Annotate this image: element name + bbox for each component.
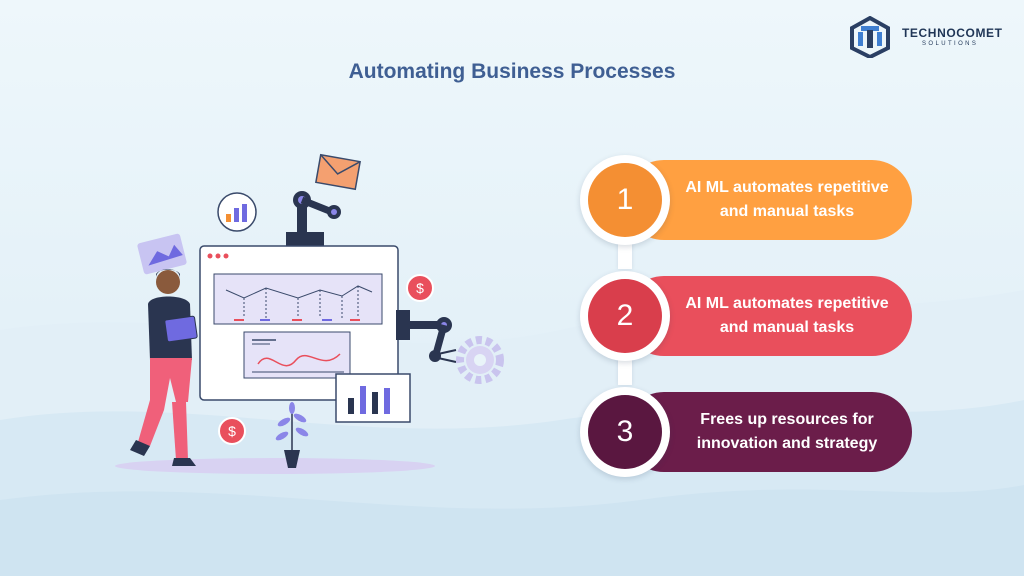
step-2-pill	[624, 276, 912, 356]
dashboard-screen	[199, 245, 399, 401]
chain-connector	[618, 237, 632, 269]
dollar-coin-icon: $	[218, 417, 246, 445]
step-3-ring: 3	[580, 387, 670, 477]
step-1-ring: 1	[580, 155, 670, 245]
dollar-symbol: $	[228, 423, 236, 439]
dollar-symbol: $	[416, 280, 424, 296]
step-2-ring: 2	[580, 271, 670, 361]
step-2-text: AI ML automates repetitive and manual ta…	[685, 295, 889, 336]
step-1-text: AI ML automates repetitive and manual ta…	[685, 179, 889, 220]
robot-arm-right	[396, 310, 457, 363]
step-3-pill	[624, 392, 912, 472]
chain-connector	[618, 353, 632, 385]
brand-name: TECHNOCOMET	[902, 26, 1003, 40]
step-1-number: 1	[588, 163, 662, 237]
page-title: Automating Business Processes	[348, 60, 676, 83]
step-3-text: Frees up resources for innovation and st…	[696, 411, 878, 452]
step-1: 1 AI ML automates repetitive and manual …	[580, 155, 920, 245]
bar-chart-card	[335, 373, 411, 423]
person-figure	[130, 269, 198, 466]
bar-chart-icon	[217, 192, 257, 232]
logo-mark-icon	[850, 16, 890, 58]
step-3: 3 Frees up resources for innovation and …	[580, 387, 920, 477]
brand-tagline: SOLUTIONS	[922, 41, 979, 47]
step-3-number: 3	[588, 395, 662, 469]
step-1-pill	[624, 160, 912, 240]
step-2: 2 AI ML automates repetitive and manual …	[580, 271, 920, 361]
robot-arm-top	[286, 191, 341, 246]
automation-illustration: $ $	[115, 153, 504, 474]
gear-icon	[456, 336, 504, 384]
plant-icon	[275, 402, 309, 468]
step-2-number: 2	[588, 279, 662, 353]
image-icon	[137, 233, 187, 275]
steps-chain: 1 AI ML automates repetitive and manual …	[580, 155, 920, 485]
brand-logo: TECHNOCOMET SOLUTIONS	[848, 16, 1008, 58]
envelope-icon	[315, 153, 361, 191]
dollar-coin-icon: $	[406, 274, 434, 302]
